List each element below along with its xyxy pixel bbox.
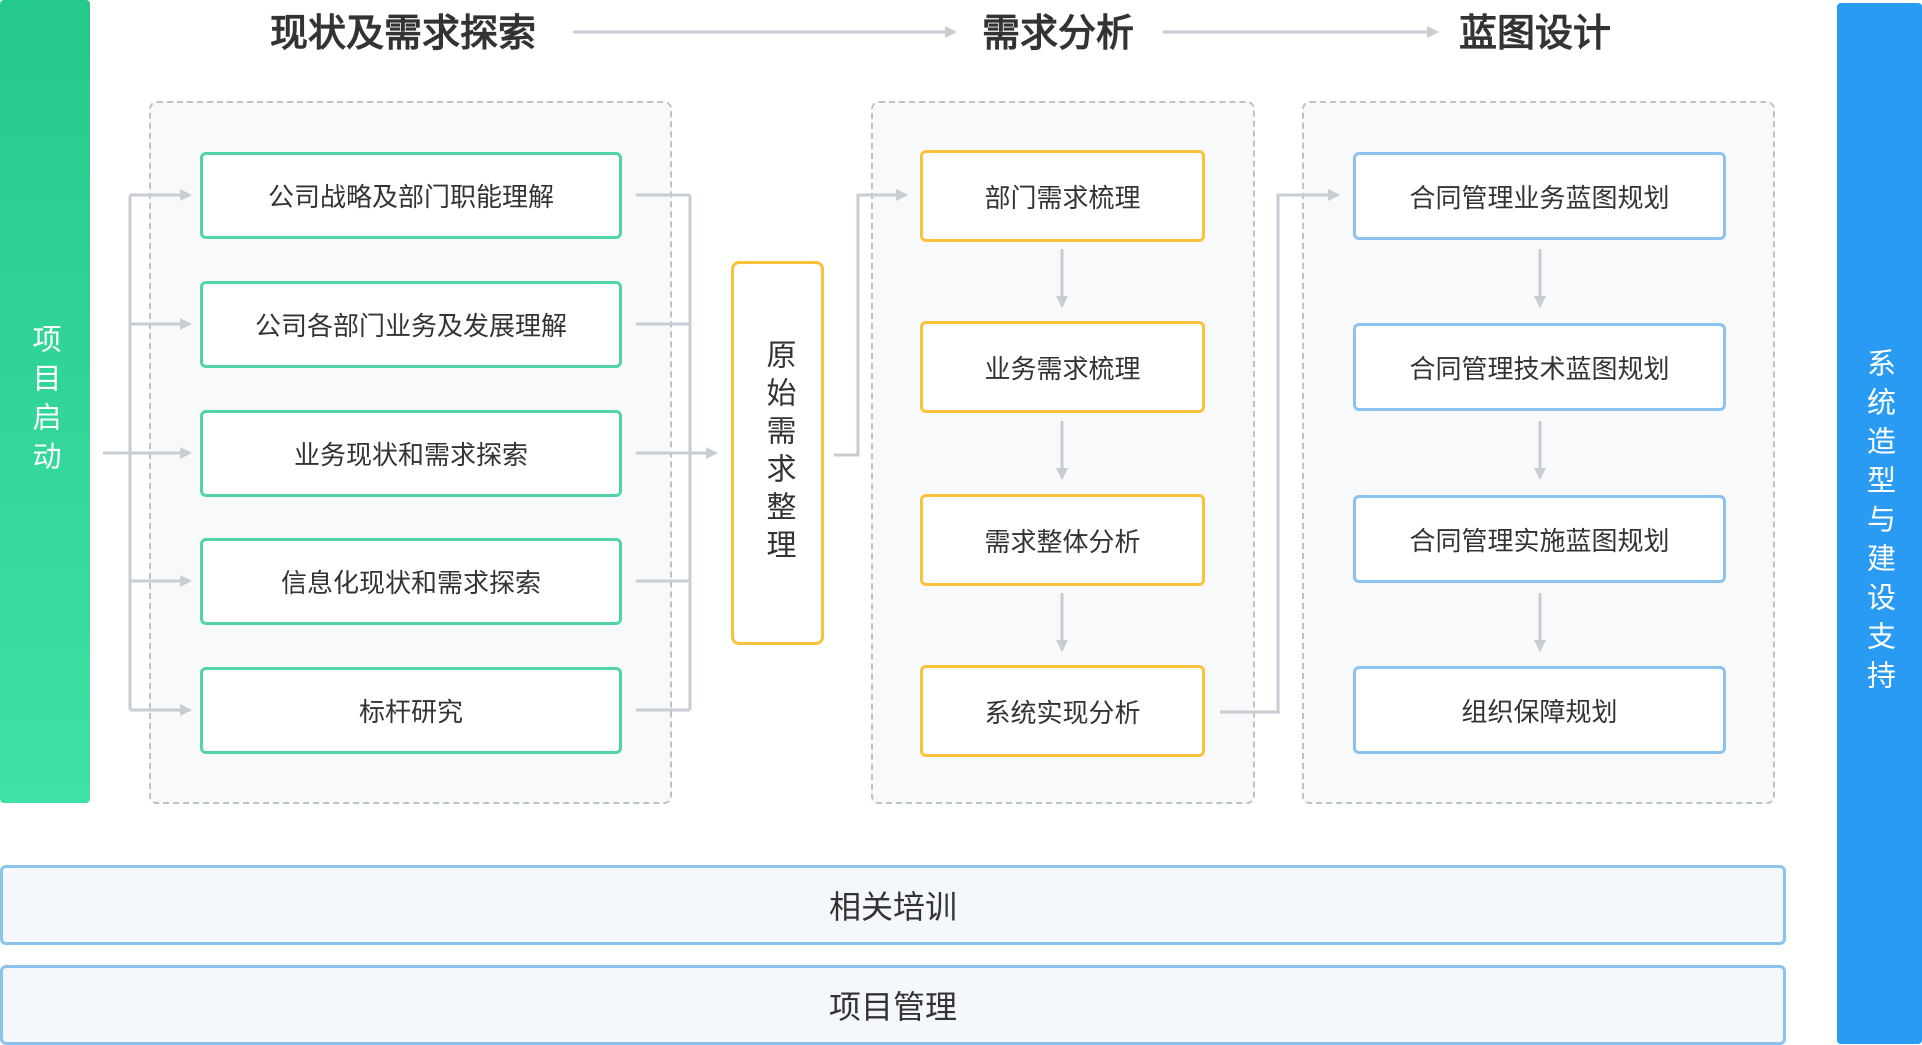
blueprint-item-2: 合同管理技术蓝图规划 — [1353, 323, 1726, 411]
explore-item-4: 信息化现状和需求探索 — [200, 538, 622, 625]
phase-title-analysis: 需求分析 — [982, 11, 1135, 55]
analysis-item-1: 部门需求梳理 — [920, 150, 1205, 242]
blueprint-item-3: 合同管理实施蓝图规划 — [1353, 495, 1726, 583]
project-management-bar: 项目管理 — [0, 965, 1786, 1045]
phase-title-blueprint: 蓝图设计 — [1459, 11, 1612, 55]
explore-item-2: 公司各部门业务及发展理解 — [200, 281, 622, 368]
raw-requirements-label: 原始需求整理 — [760, 339, 796, 567]
project-start-sidebar: 项目启动 — [0, 0, 90, 803]
analysis-item-2: 业务需求梳理 — [920, 321, 1205, 413]
project-start-label: 项目启动 — [28, 323, 62, 480]
system-support-sidebar: 系统造型与建设支持 — [1837, 3, 1922, 1044]
blueprint-item-1: 合同管理业务蓝图规划 — [1353, 152, 1726, 240]
blueprint-item-4: 组织保障规划 — [1353, 666, 1726, 754]
training-bar: 相关培训 — [0, 865, 1786, 945]
explore-item-1: 公司战略及部门职能理解 — [200, 152, 622, 239]
phase-title-explore: 现状及需求探索 — [270, 11, 537, 55]
analysis-item-3: 需求整体分析 — [920, 494, 1205, 586]
analysis-item-4: 系统实现分析 — [920, 665, 1205, 757]
explore-item-3: 业务现状和需求探索 — [200, 410, 622, 497]
explore-item-5: 标杆研究 — [200, 667, 622, 754]
system-support-label: 系统造型与建设支持 — [1862, 348, 1897, 699]
raw-requirements-box: 原始需求整理 — [731, 261, 824, 645]
